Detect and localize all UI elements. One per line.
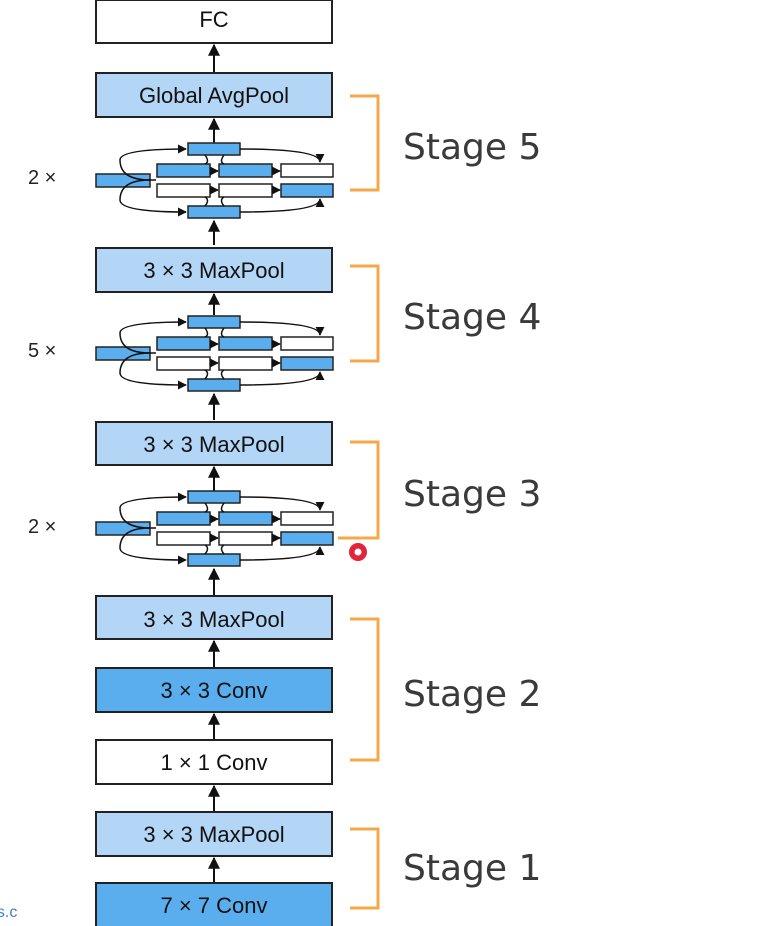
maxpool-stage1-layer: 3 × 3 MaxPool: [95, 811, 333, 857]
global-avgpool-layer: Global AvgPool: [95, 72, 333, 118]
maxpool-stage2-label: 3 × 3 MaxPool: [143, 607, 284, 632]
conv1x1-stage2-layer: 1 × 1 Conv: [95, 739, 333, 785]
maxpool-stage1-label: 3 × 3 MaxPool: [143, 822, 284, 847]
stage5-label: Stage 5: [403, 127, 542, 168]
fc-layer: FC: [95, 0, 333, 44]
edge-text-fragment: es.c: [0, 904, 18, 921]
stage2-label: Stage 2: [403, 674, 542, 715]
repeat-stage3-label: 2 ×: [28, 516, 57, 538]
repeat-stage5-label: 2 ×: [28, 167, 57, 189]
fc-label: FC: [199, 7, 228, 32]
conv3x3-stage2-label: 3 × 3 Conv: [160, 678, 267, 703]
conv1x1-stage2-label: 1 × 1 Conv: [160, 750, 267, 775]
inception-block-stage4: [95, 315, 334, 392]
maxpool-stage4-label: 3 × 3 MaxPool: [143, 258, 284, 283]
repeat-stage4-label: 5 ×: [28, 340, 57, 362]
conv7x7-stage1-layer: 7 × 7 Conv: [95, 882, 333, 926]
maxpool-stage2-layer: 3 × 3 MaxPool: [95, 595, 333, 640]
stage3-bracket: [338, 440, 380, 540]
stage5-bracket: [350, 94, 380, 192]
inception-block-stage5: [95, 142, 334, 219]
stage4-label: Stage 4: [403, 297, 542, 338]
maxpool-stage3-layer: 3 × 3 MaxPool: [95, 421, 333, 466]
conv7x7-stage1-label: 7 × 7 Conv: [160, 893, 267, 918]
inception-block-stage3: [95, 490, 334, 567]
global-avgpool-label: Global AvgPool: [139, 83, 289, 108]
stage4-bracket: [350, 264, 380, 363]
stage1-bracket: [350, 827, 380, 910]
conv3x3-stage2-layer: 3 × 3 Conv: [95, 667, 333, 713]
stage2-bracket: [350, 617, 380, 762]
maxpool-stage4-layer: 3 × 3 MaxPool: [95, 247, 333, 293]
maxpool-stage3-label: 3 × 3 MaxPool: [143, 432, 284, 457]
stage3-label: Stage 3: [403, 474, 542, 515]
stage1-label: Stage 1: [403, 848, 542, 889]
